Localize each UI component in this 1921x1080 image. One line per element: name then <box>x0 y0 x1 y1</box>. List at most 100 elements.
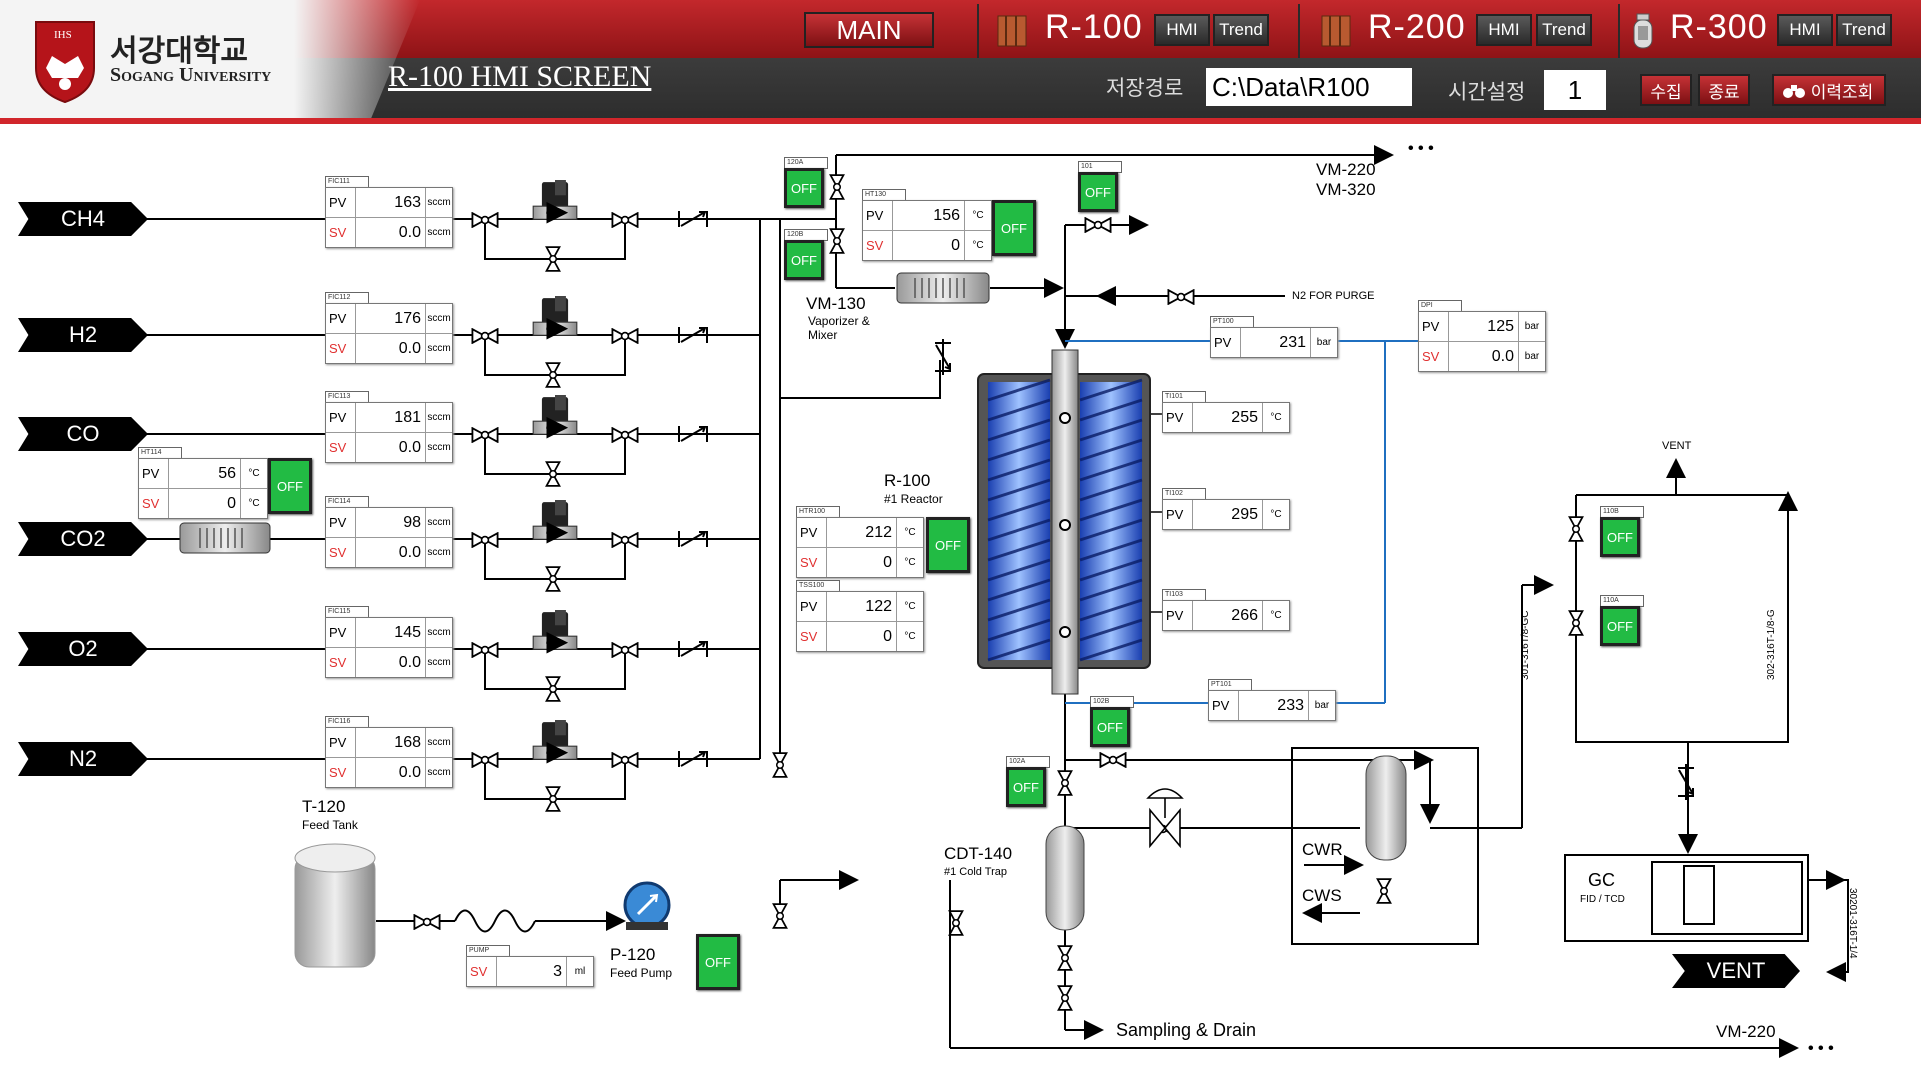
ti102-pv: 295 <box>1193 500 1263 529</box>
htr100-sv[interactable]: 0 <box>827 548 897 577</box>
tss100-pv: 122 <box>827 592 897 621</box>
gas-inlet-co: CO <box>18 417 148 451</box>
mfc-n2-sv[interactable]: 0.0 <box>356 758 426 787</box>
unit: °C <box>1270 509 1282 520</box>
continuation-dots: • • • <box>1808 1040 1834 1057</box>
r300-trend-button[interactable]: Trend <box>1836 14 1892 46</box>
pv-label: PV <box>1163 601 1193 630</box>
r100-trend-button[interactable]: Trend <box>1213 14 1269 46</box>
pv-label: PV <box>326 188 356 217</box>
pump-name: P-120 <box>610 945 656 964</box>
vm130-heater-pv: 156 <box>893 201 965 230</box>
vm130-name: VM-130 <box>806 294 866 313</box>
sv-label: SV <box>863 231 893 260</box>
valve-120b-off-button[interactable]: OFF <box>784 240 824 280</box>
unit: bar <box>1524 321 1540 332</box>
save-path-input[interactable]: C:\Data\R100 <box>1206 68 1412 106</box>
vm220-label: VM-220 <box>1316 160 1376 179</box>
history-button[interactable]: 이력조회 <box>1772 74 1886 106</box>
tank-name: T-120 <box>302 797 346 816</box>
valve-102b-off-button[interactable]: OFF <box>1090 707 1130 747</box>
unit: °C <box>972 210 984 221</box>
co2-heater-sv[interactable]: 0 <box>169 489 241 518</box>
pv-label: PV <box>1419 312 1449 341</box>
reactor-column-icon <box>1321 15 1351 47</box>
mfc-o2-sv[interactable]: 0.0 <box>356 648 426 677</box>
vm220-bottom-label: VM-220 <box>1716 1022 1776 1041</box>
sv-label: SV <box>797 548 827 577</box>
unit: °C <box>248 498 260 509</box>
dpi-pv: 125 <box>1449 312 1519 341</box>
cws-label: CWS <box>1302 886 1342 905</box>
r100-title: R-100 <box>1045 8 1143 46</box>
unit: sccm <box>427 517 451 528</box>
gc-name: GC <box>1588 870 1615 890</box>
main-button[interactable]: MAIN <box>804 12 934 48</box>
sv-label: SV <box>139 489 169 518</box>
valve-101-off-button[interactable]: OFF <box>1078 172 1118 212</box>
vm130-heater-sv[interactable]: 0 <box>893 231 965 260</box>
stop-button[interactable]: 종료 <box>1698 74 1750 106</box>
mfc-h2-pv: 176 <box>356 304 426 333</box>
header-divider <box>0 118 1921 124</box>
pv-label: PV <box>1163 403 1193 432</box>
sv-label: SV <box>797 622 827 651</box>
valve-110a-off-button[interactable]: OFF <box>1600 606 1640 646</box>
unit: sccm <box>427 227 451 238</box>
gas-inlet-ch4: CH4 <box>18 202 148 236</box>
unit: bar <box>1524 351 1540 362</box>
gas-inlet-o2: O2 <box>18 632 148 666</box>
ti101-pv: 255 <box>1193 403 1263 432</box>
sv-label: SV <box>326 648 356 677</box>
tag-ti102: TI102 <box>1162 488 1206 500</box>
r300-hmi-button[interactable]: HMI <box>1777 14 1833 46</box>
mfc-ch4-sv[interactable]: 0.0 <box>356 218 426 247</box>
line-label-right: 302-316T-1/8-G <box>1766 609 1777 680</box>
mfc-co-sv[interactable]: 0.0 <box>356 433 426 462</box>
vm130-heater-off-button[interactable]: OFF <box>992 200 1036 256</box>
vm320-label: VM-320 <box>1316 180 1376 199</box>
time-setting-input[interactable]: 1 <box>1544 70 1606 110</box>
dpi-sv[interactable]: 0.0 <box>1449 342 1519 371</box>
pv-label: PV <box>326 728 356 757</box>
cwr-label: CWR <box>1302 840 1343 859</box>
r100-hmi-button[interactable]: HMI <box>1154 14 1210 46</box>
tss100-sv[interactable]: 0 <box>827 622 897 651</box>
logo-korean-text: 서강대학교 <box>110 35 248 68</box>
r200-title: R-200 <box>1368 8 1466 46</box>
sv-label: SV <box>326 538 356 567</box>
sv-label: SV <box>326 433 356 462</box>
cold-trap-desc: #1 Cold Trap <box>944 866 1007 878</box>
sv-label: SV <box>326 334 356 363</box>
pump-off-button[interactable]: OFF <box>696 934 740 990</box>
co2-heater-off-button[interactable]: OFF <box>268 458 312 514</box>
unit: sccm <box>427 442 451 453</box>
unit: sccm <box>427 737 451 748</box>
header-separator <box>1618 4 1620 58</box>
valve-120a-off-button[interactable]: OFF <box>784 168 824 208</box>
ti103-pv: 266 <box>1193 601 1263 630</box>
gas-inlet-h2: H2 <box>18 318 148 352</box>
reactor-desc: #1 Reactor <box>884 492 943 506</box>
valve-110b-off-button[interactable]: OFF <box>1600 517 1640 557</box>
mfc-ch4-pv: 163 <box>356 188 426 217</box>
r200-hmi-button[interactable]: HMI <box>1476 14 1532 46</box>
mfc-h2-sv[interactable]: 0.0 <box>356 334 426 363</box>
collect-button[interactable]: 수집 <box>1640 74 1692 106</box>
pump-sv[interactable]: 3 <box>497 957 567 986</box>
valve-102a-off-button[interactable]: OFF <box>1006 767 1046 807</box>
pv-label: PV <box>326 304 356 333</box>
mfc-co2-sv[interactable]: 0.0 <box>356 538 426 567</box>
htr100-off-button[interactable]: OFF <box>926 517 970 573</box>
unit: sccm <box>427 547 451 558</box>
r200-trend-button[interactable]: Trend <box>1536 14 1592 46</box>
